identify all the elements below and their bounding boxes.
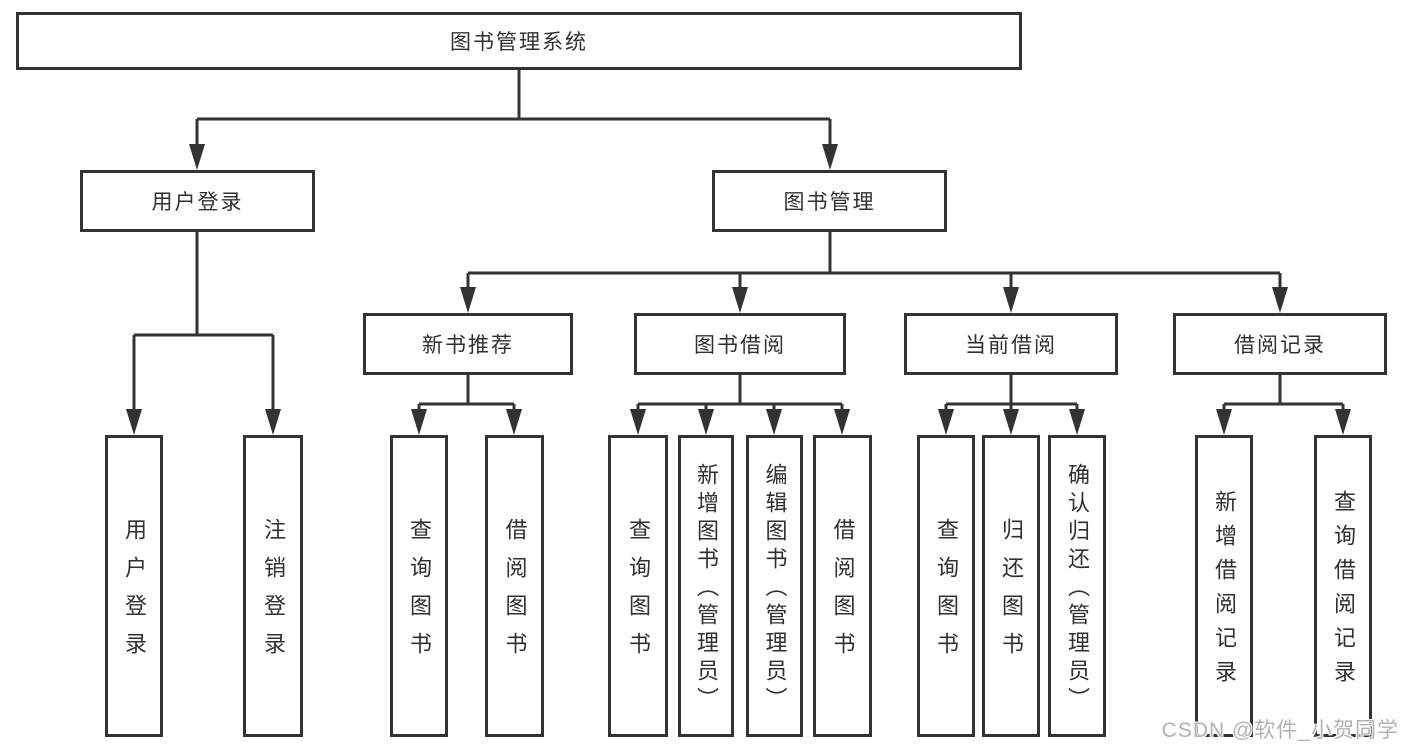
leaf-bb-query-books: 查询图书 (608, 435, 668, 737)
arrowheads (126, 144, 1351, 435)
node-book-management: 图书管理 (712, 170, 947, 232)
leaf-cb-return-books: 归还图书 (982, 435, 1040, 737)
leaf-bb-add-books-admin-label: 新增图书（管理员） (694, 463, 719, 715)
node-root-system: 图书管理系统 (16, 12, 1022, 70)
leaf-cb-return-books-label: 归还图书 (999, 518, 1024, 670)
arrow-icon (411, 409, 427, 435)
arrow-icon (822, 144, 838, 170)
leaf-br-add-record-label: 新增借阅记录 (1212, 490, 1237, 694)
leaf-cb-query-books-label: 查询图书 (934, 518, 959, 670)
node-current-borrow: 当前借阅 (904, 313, 1118, 375)
leaf-br-add-record: 新增借阅记录 (1195, 435, 1253, 737)
leaf-bb-edit-books-admin: 编辑图书（管理员） (746, 435, 803, 737)
leaf-user-login-label: 用户登录 (122, 518, 147, 670)
arrow-icon (1003, 409, 1019, 435)
arrow-icon (938, 409, 954, 435)
arrow-icon (189, 144, 205, 170)
arrow-icon (265, 409, 281, 435)
leaf-bb-edit-books-admin-label: 编辑图书（管理员） (762, 463, 788, 715)
arrow-icon (1003, 287, 1019, 313)
leaf-nb-borrow-books: 借阅图书 (485, 435, 544, 737)
leaf-logout: 注销登录 (243, 435, 303, 737)
leaf-bb-borrow-books: 借阅图书 (813, 435, 872, 737)
arrow-icon (834, 409, 850, 435)
arrow-icon (126, 409, 142, 435)
leaf-bb-add-books-admin: 新增图书（管理员） (678, 435, 734, 737)
node-book-borrow: 图书借阅 (634, 313, 846, 375)
arrow-icon (1335, 409, 1351, 435)
csdn-watermark: CSDN @软件_小贺同学 (1161, 719, 1399, 742)
leaf-logout-label: 注销登录 (261, 518, 286, 670)
arrow-icon (1272, 287, 1288, 313)
leaf-nb-query-books-label: 查询图书 (407, 518, 432, 670)
leaf-cb-confirm-return-admin: 确认归还（管理员） (1048, 435, 1106, 737)
leaf-nb-query-books: 查询图书 (390, 435, 448, 737)
leaf-br-query-record-label: 查询借阅记录 (1331, 490, 1356, 694)
arrow-icon (630, 409, 646, 435)
arrow-icon (698, 409, 714, 435)
arrow-icon (1216, 409, 1232, 435)
leaf-br-query-record: 查询借阅记录 (1314, 435, 1372, 737)
node-user-login: 用户登录 (80, 170, 315, 232)
leaf-cb-query-books: 查询图书 (917, 435, 975, 737)
arrow-icon (506, 409, 522, 435)
node-borrow-records: 借阅记录 (1173, 313, 1387, 375)
arrow-icon (460, 287, 476, 313)
leaf-user-login: 用户登录 (105, 435, 163, 737)
arrow-icon (1069, 409, 1085, 435)
leaf-bb-query-books-label: 查询图书 (626, 518, 651, 670)
arrow-icon (766, 409, 782, 435)
arrow-icon (732, 287, 748, 313)
node-new-book-recommend: 新书推荐 (363, 313, 573, 375)
leaf-nb-borrow-books-label: 借阅图书 (502, 518, 528, 670)
leaf-cb-confirm-return-admin-label: 确认归还（管理员） (1065, 463, 1090, 715)
leaf-bb-borrow-books-label: 借阅图书 (830, 518, 856, 670)
